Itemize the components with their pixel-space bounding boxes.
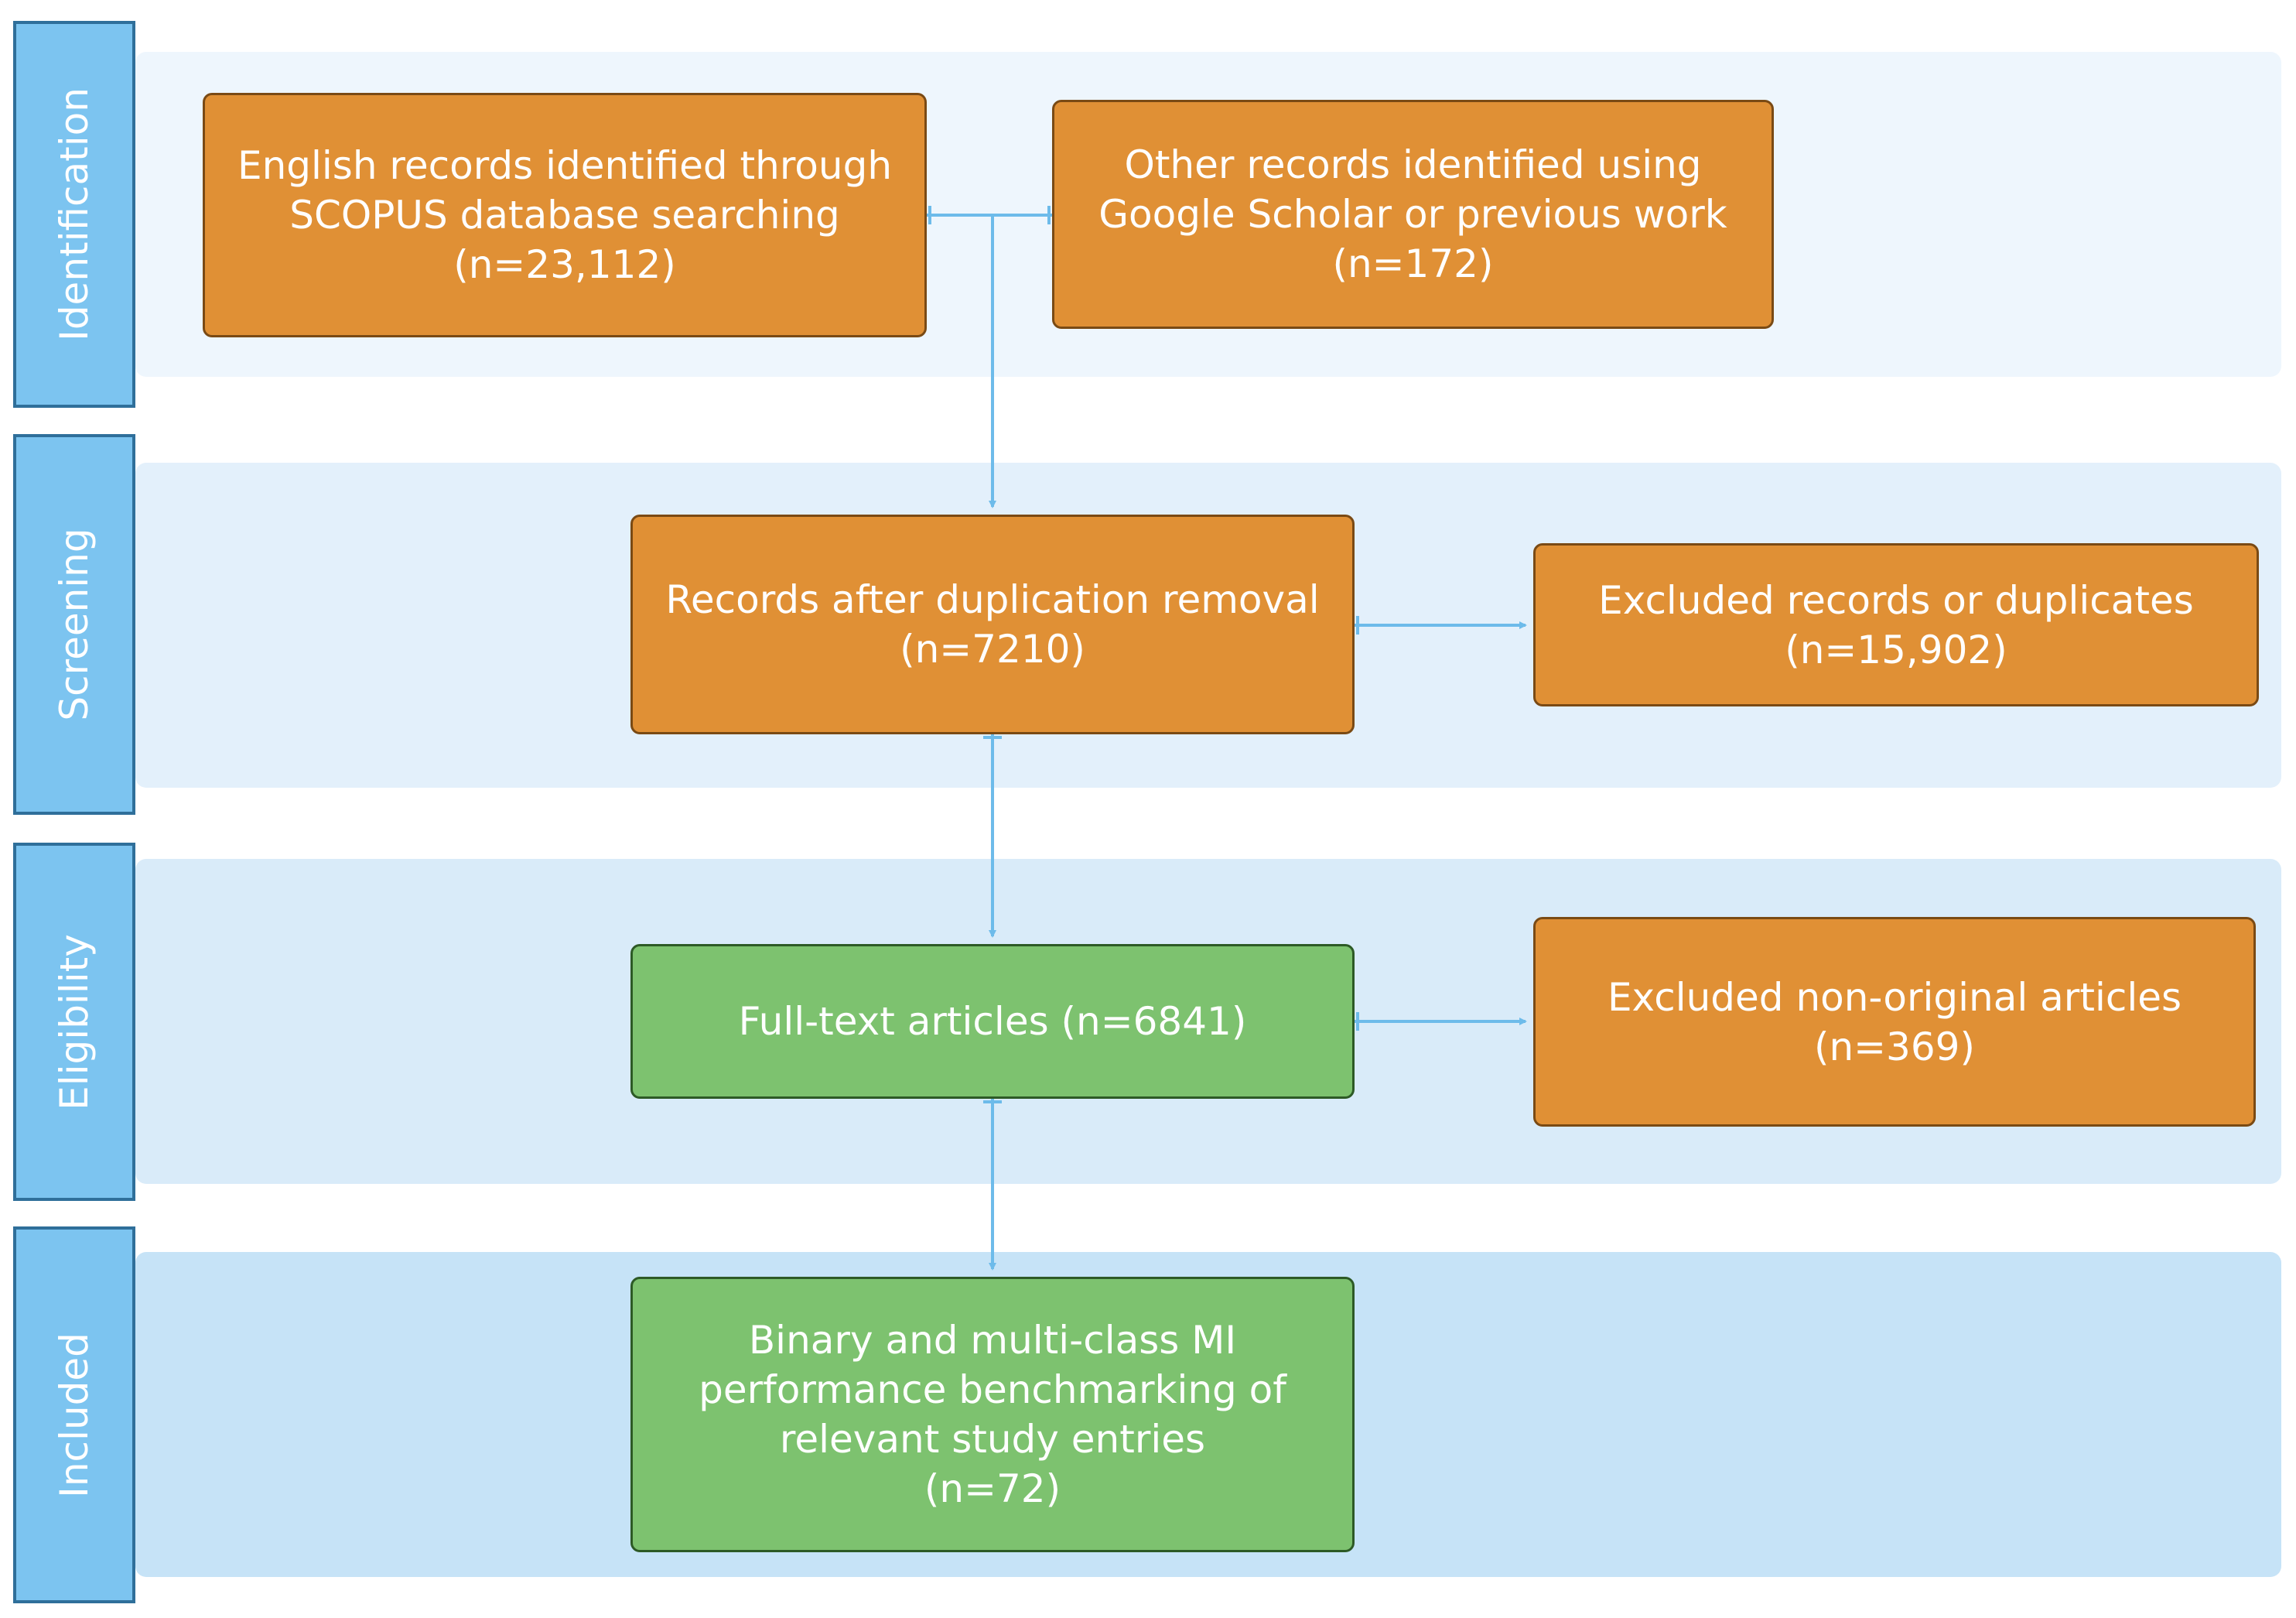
- box-full-text-articles: Full-text articles (n=6841): [630, 944, 1355, 1099]
- box-after-dedup: Records after duplication removal (n=721…: [630, 515, 1355, 734]
- box-text: English records identified through SCOPU…: [237, 143, 893, 287]
- box-excluded-non-original: Excluded non-original articles (n=369): [1533, 917, 2256, 1127]
- box-text: Excluded non-original articles (n=369): [1607, 974, 2182, 1069]
- box-text: Full-text articles (n=6841): [738, 999, 1247, 1044]
- stage-included: Included: [13, 1226, 135, 1603]
- box-other-records: Other records identified using Google Sc…: [1052, 100, 1774, 329]
- box-text: Other records identified using Google Sc…: [1098, 142, 1727, 286]
- stage-eligibility: Eligibility: [13, 843, 135, 1201]
- stage-screening: Screening: [13, 434, 135, 815]
- box-scopus-records: English records identified through SCOPU…: [203, 93, 927, 337]
- box-text: Records after duplication removal (n=721…: [665, 577, 1320, 672]
- box-included-studies: Binary and multi-class MI performance be…: [630, 1277, 1355, 1552]
- box-text: Excluded records or duplicates (n=15,902…: [1598, 577, 2194, 672]
- box-text: Binary and multi-class MI performance be…: [699, 1318, 1286, 1511]
- box-excluded-duplicates: Excluded records or duplicates (n=15,902…: [1533, 543, 2259, 706]
- stage-identification: Identification: [13, 21, 135, 408]
